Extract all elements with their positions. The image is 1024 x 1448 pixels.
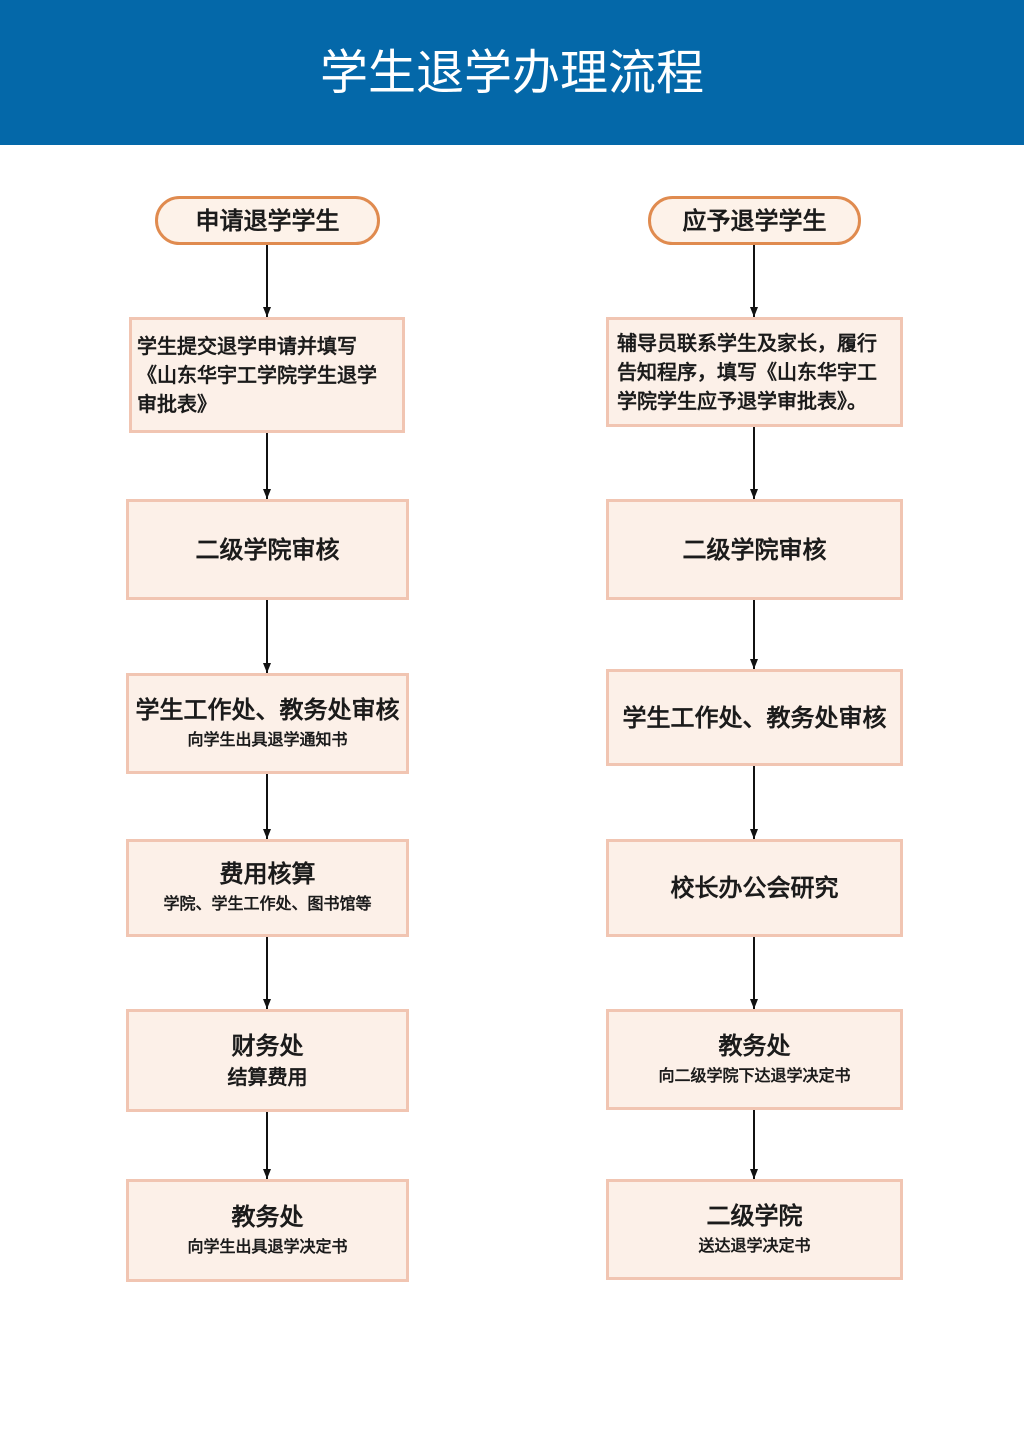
step-text-line: 《山东华宇工学院学生退学	[137, 362, 377, 387]
step-title: 二级学院	[706, 1201, 803, 1230]
step-title: 学生工作处、教务处审核	[622, 703, 887, 732]
left-step-4: 费用核算 学院、学生工作处、图书馆等	[126, 839, 409, 937]
left-step-6: 教务处 向学生出具退学决定书	[126, 1179, 409, 1282]
step-title: 费用核算	[219, 860, 316, 888]
step-title: 学生工作处、教务处审核	[135, 695, 400, 724]
right-step-4: 校长办公会研究	[606, 839, 903, 937]
step-note: 学院、学生工作处、图书馆等	[163, 894, 372, 913]
step-text-line: 辅导员联系学生及家长，履行	[617, 330, 877, 355]
step-note: 向二级学院下达退学决定书	[658, 1065, 851, 1085]
right-step-3: 学生工作处、教务处审核	[606, 669, 903, 766]
right-step-1: 辅导员联系学生及家长，履行 告知程序，填写《山东华宇工 学院学生应予退学审批表》…	[606, 317, 903, 427]
step-title: 教务处	[718, 1031, 791, 1060]
right-step-2: 二级学院审核	[606, 499, 903, 600]
right-start-label: 应予退学学生	[682, 206, 827, 235]
step-note: 向学生出具退学通知书	[187, 729, 348, 749]
left-step-3: 学生工作处、教务处审核 向学生出具退学通知书	[126, 673, 409, 774]
left-step-2: 二级学院审核	[126, 499, 409, 600]
header-banner: 学生退学办理流程	[0, 0, 1024, 145]
step-note: 向学生出具退学决定书	[187, 1236, 348, 1256]
right-start-node: 应予退学学生	[648, 196, 861, 245]
step-note: 送达退学决定书	[698, 1235, 811, 1255]
step-title: 二级学院审核	[682, 535, 827, 564]
page-title: 学生退学办理流程	[319, 44, 704, 101]
step-text-line: 告知程序，填写《山东华宇工	[617, 359, 877, 384]
step-text-line: 学院学生应予退学审批表》。	[617, 388, 867, 413]
step-text-line: 学生提交退学申请并填写	[137, 333, 357, 358]
left-start-label: 申请退学学生	[195, 206, 340, 235]
left-step-1: 学生提交退学申请并填写 《山东华宇工学院学生退学 审批表》	[129, 317, 405, 433]
step-title: 二级学院审核	[195, 535, 340, 564]
left-step-5: 财务处 结算费用	[126, 1009, 409, 1112]
step-note: 结算费用	[227, 1064, 308, 1089]
step-title: 财务处	[231, 1031, 304, 1060]
left-start-node: 申请退学学生	[155, 196, 380, 245]
step-title: 校长办公会研究	[670, 874, 839, 902]
step-title: 教务处	[231, 1202, 304, 1231]
right-step-6: 二级学院 送达退学决定书	[606, 1179, 903, 1280]
right-step-5: 教务处 向二级学院下达退学决定书	[606, 1009, 903, 1110]
step-text-line: 审批表》	[137, 391, 217, 416]
